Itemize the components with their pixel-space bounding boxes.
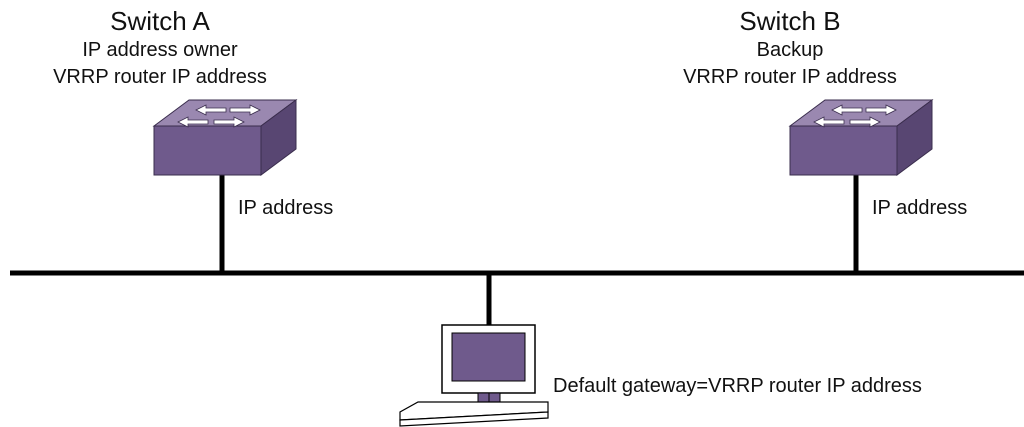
switch-b-role: Backup <box>756 39 824 61</box>
switch-a-name: Switch A <box>110 6 210 36</box>
switch-b-link-label: IP address <box>872 197 968 219</box>
switch-a-role: IP address owner <box>82 39 238 61</box>
switch-a-icon <box>152 99 298 176</box>
switch-b-vrrp-label: VRRP router IP address <box>683 66 897 88</box>
host-gateway-label: Default gateway=VRRP router IP address <box>553 375 922 397</box>
switch-a-link-label: IP address <box>238 197 334 219</box>
host-computer-icon <box>399 324 549 427</box>
switch-a-vrrp-label: VRRP router IP address <box>53 66 267 88</box>
switch-b-name: Switch B <box>739 6 841 36</box>
switch-b-icon <box>788 99 934 176</box>
